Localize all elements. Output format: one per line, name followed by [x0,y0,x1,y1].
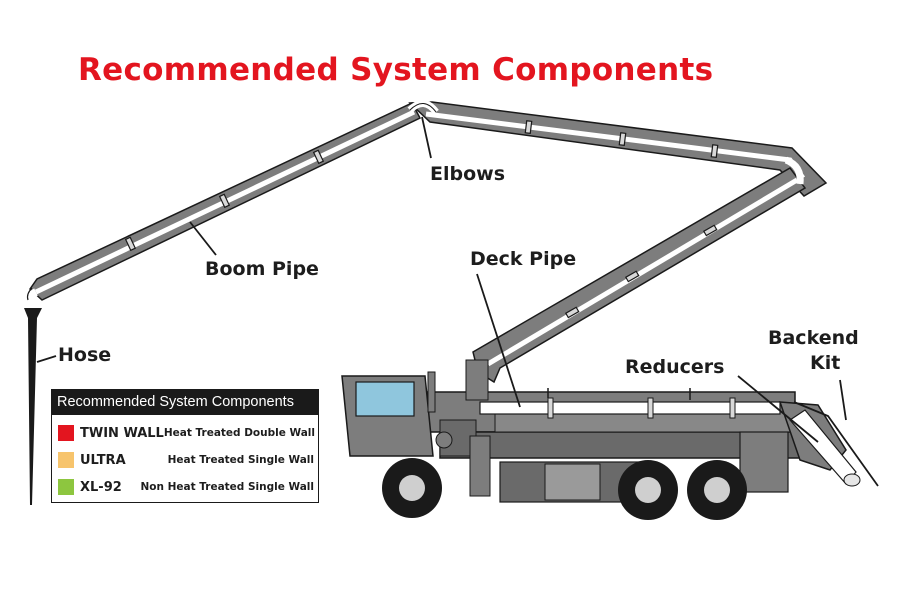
leader-lines [36,116,879,487]
legend-item-name: TWIN WALL [80,425,164,441]
legend-row-xl-92: XL-92 Non Heat Treated Single Wall [58,477,314,497]
elbows-leader [421,116,432,159]
hose-leader [36,355,57,363]
label-hose: Hose [58,344,112,366]
legend-title: Recommended System Components [52,390,318,415]
deck-pipe-leader [476,273,521,408]
label-backend-kit-line2: Kit [810,352,841,374]
legend-row-ultra: ULTRA Heat Treated Single Wall [58,450,314,470]
legend-item-name: XL-92 [80,479,122,495]
cab-window [355,381,415,417]
backend-kit-leader [793,401,879,487]
reducers-leader [737,375,819,443]
twin-wall-swatch [58,425,74,441]
wheel-rear-1 [618,460,678,520]
wheel-front [382,458,442,518]
boom-pipe-leader [189,221,217,256]
elbow-top [407,100,439,115]
label-reducers: Reducers [625,356,725,378]
hose [24,308,42,505]
legend-item-description: Non Heat Treated Single Wall [140,481,314,493]
elbow-hose [25,287,39,309]
xl-92-swatch [58,479,74,495]
deck-pipe [479,401,781,415]
elbow-right [784,156,804,185]
wheel-rear-2 [687,460,747,520]
legend-item-description: Heat Treated Single Wall [167,454,314,466]
boom-clamps [124,120,719,319]
label-deck-pipe: Deck Pipe [470,248,577,270]
backend-pipe [789,409,857,485]
label-backend-kit-line1: Backend [768,327,859,349]
ultra-swatch [58,452,74,468]
label-elbows: Elbows [430,163,506,185]
page-title: Recommended System Components [78,52,714,88]
label-boom-pipe: Boom Pipe [205,258,319,280]
legend-item-description: Heat Treated Double Wall [163,427,316,439]
legend: Recommended System Components TWIN WALL … [51,389,319,503]
legend-item-name: ULTRA [80,452,126,468]
truck [341,359,861,520]
legend-row-twin-wall: TWIN WALL Heat Treated Double Wall [58,423,316,443]
